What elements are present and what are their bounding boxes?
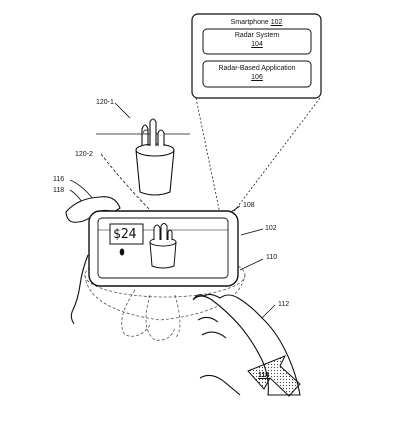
callout-lines: [195, 97, 321, 215]
leader-102: [240, 228, 264, 236]
radar-app-title: Radar-Based Application: [218, 65, 296, 72]
radar-app-ref: 106: [251, 73, 263, 81]
leader-120-1: [114, 102, 131, 119]
radar-system-ref: 104: [251, 40, 263, 48]
smartphone-block: [191, 13, 322, 99]
label-102: 102: [265, 225, 277, 232]
plant-cup-virtual: [149, 223, 177, 269]
label-116: 116: [53, 176, 65, 183]
label-110: 110: [266, 254, 278, 261]
smartphone-title-text: Smartphone: [230, 19, 269, 26]
price-display: $24: [113, 227, 137, 242]
label-108: 108: [243, 202, 255, 209]
radar-system-title: Radar System: [234, 32, 280, 39]
leader-120-2: [100, 153, 156, 216]
smartphone-box-title: Smartphone 102: [192, 19, 321, 28]
label-114: 114: [258, 372, 270, 379]
leader-110: [239, 258, 264, 271]
gesture-arrow: [247, 355, 301, 397]
smartphone-ref: 102: [270, 19, 283, 26]
radar-field: [84, 252, 246, 341]
radar-app-box-outline: [202, 60, 312, 88]
label-112: 112: [278, 301, 290, 308]
label-120-1: 120-1: [96, 99, 114, 106]
label-118: 118: [53, 187, 65, 194]
leader-116: [69, 179, 95, 201]
smartphone-box-outline: [191, 13, 322, 99]
label-120-2: 120-2: [75, 151, 93, 158]
radar-system-box-outline: [202, 28, 312, 55]
radar-system-box-text: Radar System 104: [203, 32, 311, 50]
plant-cup-real: [96, 118, 190, 196]
leader-112: [261, 304, 276, 319]
radar-app-box-text: Radar-Based Application 106: [203, 65, 311, 83]
price-label-box: [109, 223, 144, 245]
